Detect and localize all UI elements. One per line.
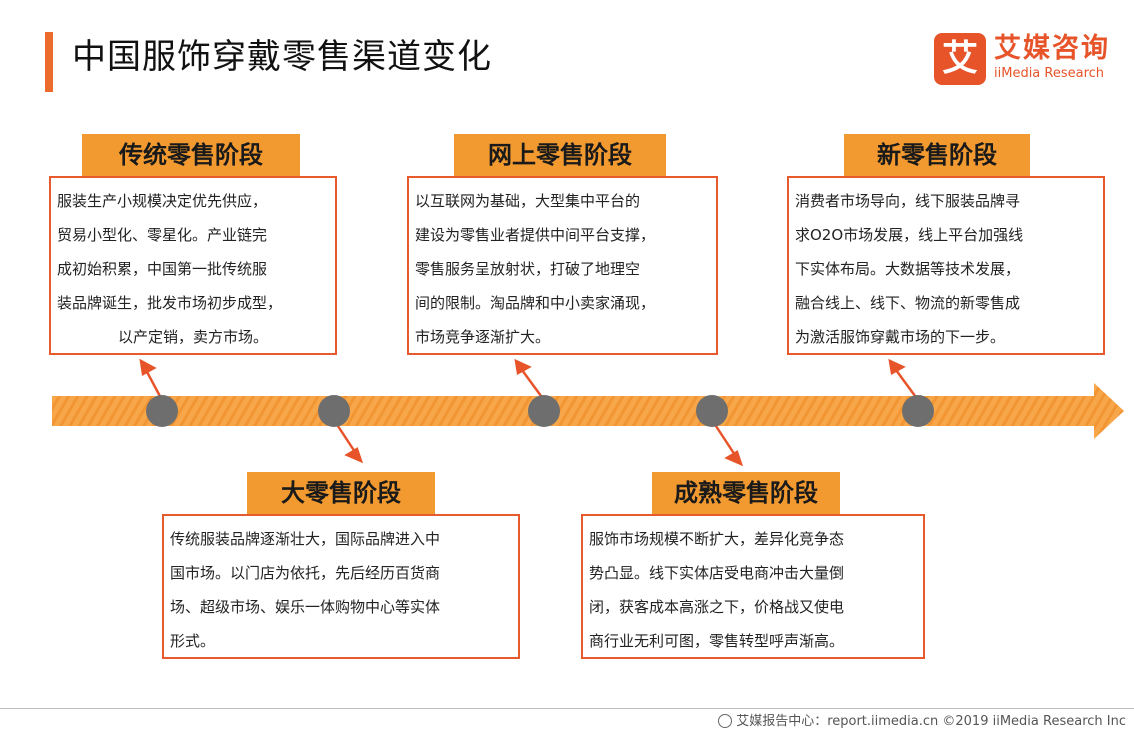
brand-logo: 艾 艾媒咨询 iiMedia Research	[934, 33, 1124, 85]
stage-text-line: 建设为零售业者提供中间平台支撑，	[415, 226, 656, 244]
connector-large	[332, 419, 364, 464]
stage-text-line: 消费者市场导向，线下服装品牌寻	[795, 192, 1021, 210]
stage-text-line: 以产定销，卖方市场。	[117, 328, 268, 346]
stage-text-line: 零售服务呈放射状，打破了地理空	[415, 260, 641, 278]
footer-divider	[0, 708, 1134, 709]
stage-box-new: 消费者市场导向，线下服装品牌寻 求O2O市场发展，线上平台加强线 下实体布局。大…	[787, 176, 1105, 355]
logo-name-en: iiMedia Research	[994, 66, 1105, 81]
stage-text-line: 以互联网为基础，大型集中平台的	[415, 192, 641, 210]
title-accent-bar	[45, 32, 53, 92]
logo-name-cn: 艾媒咨询	[994, 33, 1110, 64]
timeline-arrow	[52, 383, 1124, 439]
timeline-node-online	[528, 395, 560, 427]
logo-mark-glyph: 艾	[941, 38, 978, 79]
connector-new	[888, 358, 920, 401]
stage-text-line: 传统服装品牌逐渐壮大，国际品牌进入中	[170, 530, 441, 548]
stage-text-line: 闭，获客成本高涨之下，价格战又使电	[589, 598, 845, 616]
logo-mark: 艾	[934, 33, 986, 85]
stage-box-traditional: 服装生产小规模决定优先供应， 贸易小型化、零星化。产业链完 成初始积累，中国第一…	[49, 176, 337, 355]
stage-label-traditional: 传统零售阶段	[82, 134, 300, 176]
stage-text-line: 市场竞争逐渐扩大。	[415, 328, 551, 346]
stage-text-line: 下实体布局。大数据等技术发展，	[795, 260, 1021, 278]
stage-label-new: 新零售阶段	[844, 134, 1030, 176]
stage-label-mature: 成熟零售阶段	[652, 472, 840, 514]
stage-text-line: 场、超级市场、娱乐一体购物中心等实体	[170, 598, 441, 616]
stage-text-line: 贸易小型化、零星化。产业链完	[57, 226, 268, 244]
timeline-node-new	[902, 395, 934, 427]
timeline-node-mature	[696, 395, 728, 427]
stage-text-line: 融合线上、线下、物流的新零售成	[795, 294, 1021, 312]
stage-text-line: 服装生产小规模决定优先供应，	[57, 192, 268, 210]
stage-box-online: 以互联网为基础，大型集中平台的 建设为零售业者提供中间平台支撑， 零售服务呈放射…	[407, 176, 718, 355]
stage-text-line: 形式。	[170, 632, 216, 650]
stage-text-line: 成初始积累，中国第一批传统服	[57, 260, 268, 278]
footer: 艾媒报告中心：report.iimedia.cn ©2019 iiMedia R…	[718, 712, 1126, 732]
timeline-node-traditional	[146, 395, 178, 427]
timeline-node-large	[318, 395, 350, 427]
stage-text-line: 间的限制。淘品牌和中小卖家涌现，	[415, 294, 656, 312]
stage-text-line: 势凸显。线下实体店受电商冲击大量倒	[589, 564, 845, 582]
stage-text-line: 服饰市场规模不断扩大，差异化竞争态	[589, 530, 845, 548]
stage-text-line: 求O2O市场发展，线上平台加强线	[795, 226, 1024, 244]
stage-label-large: 大零售阶段	[247, 472, 435, 514]
footer-text[interactable]: 艾媒报告中心：report.iimedia.cn ©2019 iiMedia R…	[736, 714, 1126, 729]
stage-text-line: 商行业无利可图，零售转型呼声渐高。	[589, 632, 845, 650]
connector-online	[514, 358, 546, 401]
connector-mature	[710, 419, 744, 467]
stage-label-online: 网上零售阶段	[454, 134, 666, 176]
stage-text-line: 为激活服饰穿戴市场的下一步。	[795, 328, 1006, 346]
stage-box-large: 传统服装品牌逐渐壮大，国际品牌进入中 国市场。以门店为依托，先后经历百货商 场、…	[162, 514, 520, 659]
connector-traditional	[139, 358, 164, 401]
stage-box-mature: 服饰市场规模不断扩大，差异化竞争态 势凸显。线下实体店受电商冲击大量倒 闭，获客…	[581, 514, 925, 659]
stage-text-line: 国市场。以门店为依托，先后经历百货商	[170, 564, 441, 582]
page-title: 中国服饰穿戴零售渠道变化	[72, 37, 492, 77]
stage-text-line: 装品牌诞生，批发市场初步成型，	[57, 294, 283, 312]
globe-icon	[718, 714, 733, 728]
